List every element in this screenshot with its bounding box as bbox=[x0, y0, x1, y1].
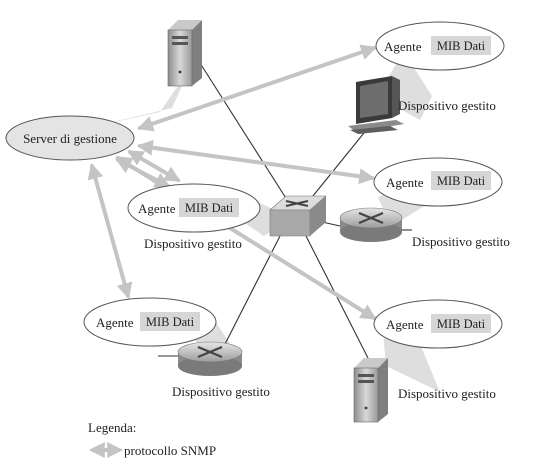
arrow-to-server-br bbox=[115, 156, 377, 320]
mib-label: MIB Dati bbox=[146, 315, 195, 329]
desktop-computer-icon bbox=[348, 76, 404, 134]
device-caption: Dispositivo gestito bbox=[398, 386, 496, 401]
switch-icon bbox=[269, 195, 327, 237]
router-icon bbox=[177, 341, 243, 376]
agent-label: Agente bbox=[96, 315, 134, 330]
management-server-label: Server di gestione bbox=[23, 131, 117, 146]
legend-item-label: protocollo SNMP bbox=[124, 443, 216, 458]
agent-label: Agente bbox=[386, 175, 424, 190]
legend-title: Legenda: bbox=[88, 420, 136, 435]
agent-label: Agente bbox=[386, 317, 424, 332]
managed-device-pc[interactable]: Agente MIB Dati bbox=[375, 21, 505, 71]
mib-label: MIB Dati bbox=[437, 174, 486, 188]
arrow-to-router-left bbox=[87, 162, 133, 300]
device-caption: Dispositivo gestito bbox=[398, 98, 496, 113]
managed-device-switch[interactable]: Agente MIB Dati bbox=[127, 183, 261, 233]
management-server-tower-icon bbox=[167, 20, 202, 87]
agent-label: Agente bbox=[384, 39, 422, 54]
managed-device-router-right[interactable]: Agente MIB Dati bbox=[373, 157, 503, 207]
mib-label: MIB Dati bbox=[185, 201, 234, 215]
device-caption: Dispositivo gestito bbox=[144, 236, 242, 251]
device-caption: Dispositivo gestito bbox=[412, 234, 510, 249]
management-server[interactable]: Server di gestione bbox=[5, 115, 135, 161]
server-tower-icon bbox=[353, 358, 388, 423]
agent-label: Agente bbox=[138, 201, 176, 216]
arrow-to-switch-agent-b bbox=[127, 150, 181, 182]
snmp-arrows bbox=[87, 44, 378, 320]
legend: Legenda: protocollo SNMP bbox=[88, 420, 216, 458]
router-icon bbox=[339, 207, 403, 242]
managed-device-server[interactable]: Agente MIB Dati bbox=[373, 299, 503, 349]
device-caption: Dispositivo gestito bbox=[172, 384, 270, 399]
managed-device-router-left[interactable]: Agente MIB Dati bbox=[83, 297, 217, 347]
mib-label: MIB Dati bbox=[437, 317, 486, 331]
arrow-to-pc bbox=[136, 44, 378, 132]
mib-label: MIB Dati bbox=[437, 39, 486, 53]
